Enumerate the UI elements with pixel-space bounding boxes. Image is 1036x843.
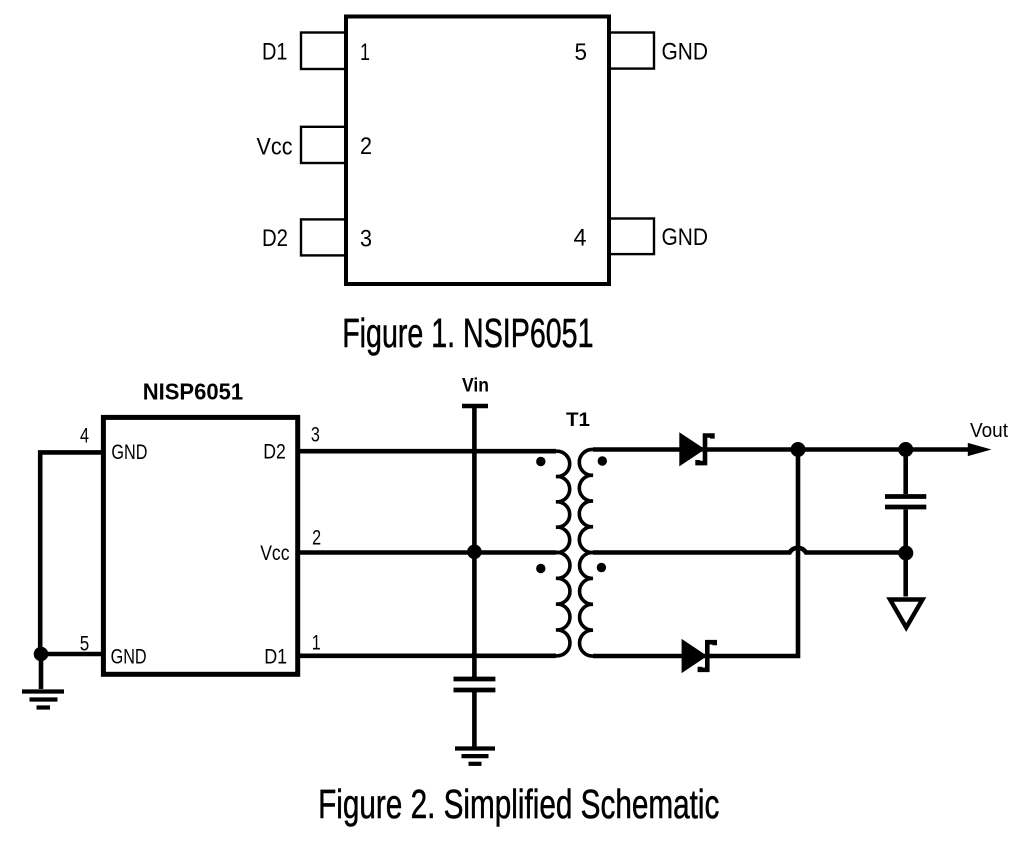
svg-text:GND: GND [111,441,147,464]
svg-text:3: 3 [311,424,320,447]
svg-text:Vout: Vout [970,420,1008,442]
svg-text:Figure 1. NSIP6051: Figure 1. NSIP6051 [342,310,593,356]
svg-text:D1: D1 [262,38,288,65]
svg-text:GND: GND [662,224,709,251]
svg-text:D2: D2 [263,440,286,463]
svg-text:5: 5 [80,633,90,656]
svg-text:T1: T1 [566,410,590,431]
svg-text:5: 5 [575,39,588,66]
svg-text:D1: D1 [264,646,287,669]
svg-text:1: 1 [312,632,321,655]
svg-text:3: 3 [360,226,372,253]
svg-text:4: 4 [80,425,89,448]
svg-text:Vin: Vin [462,375,489,396]
svg-text:4: 4 [574,225,587,252]
svg-text:1: 1 [360,39,370,66]
svg-text:GND: GND [662,38,709,65]
svg-text:GND: GND [111,646,147,669]
svg-text:2: 2 [360,133,372,160]
svg-text:D2: D2 [262,225,288,252]
svg-text:2: 2 [312,526,321,549]
svg-text:Figure 2. Simplified Schematic: Figure 2. Simplified Schematic [318,781,719,827]
svg-text:Vcc: Vcc [257,134,293,161]
svg-text:NISP6051: NISP6051 [143,378,243,404]
svg-text:Vcc: Vcc [260,542,289,565]
